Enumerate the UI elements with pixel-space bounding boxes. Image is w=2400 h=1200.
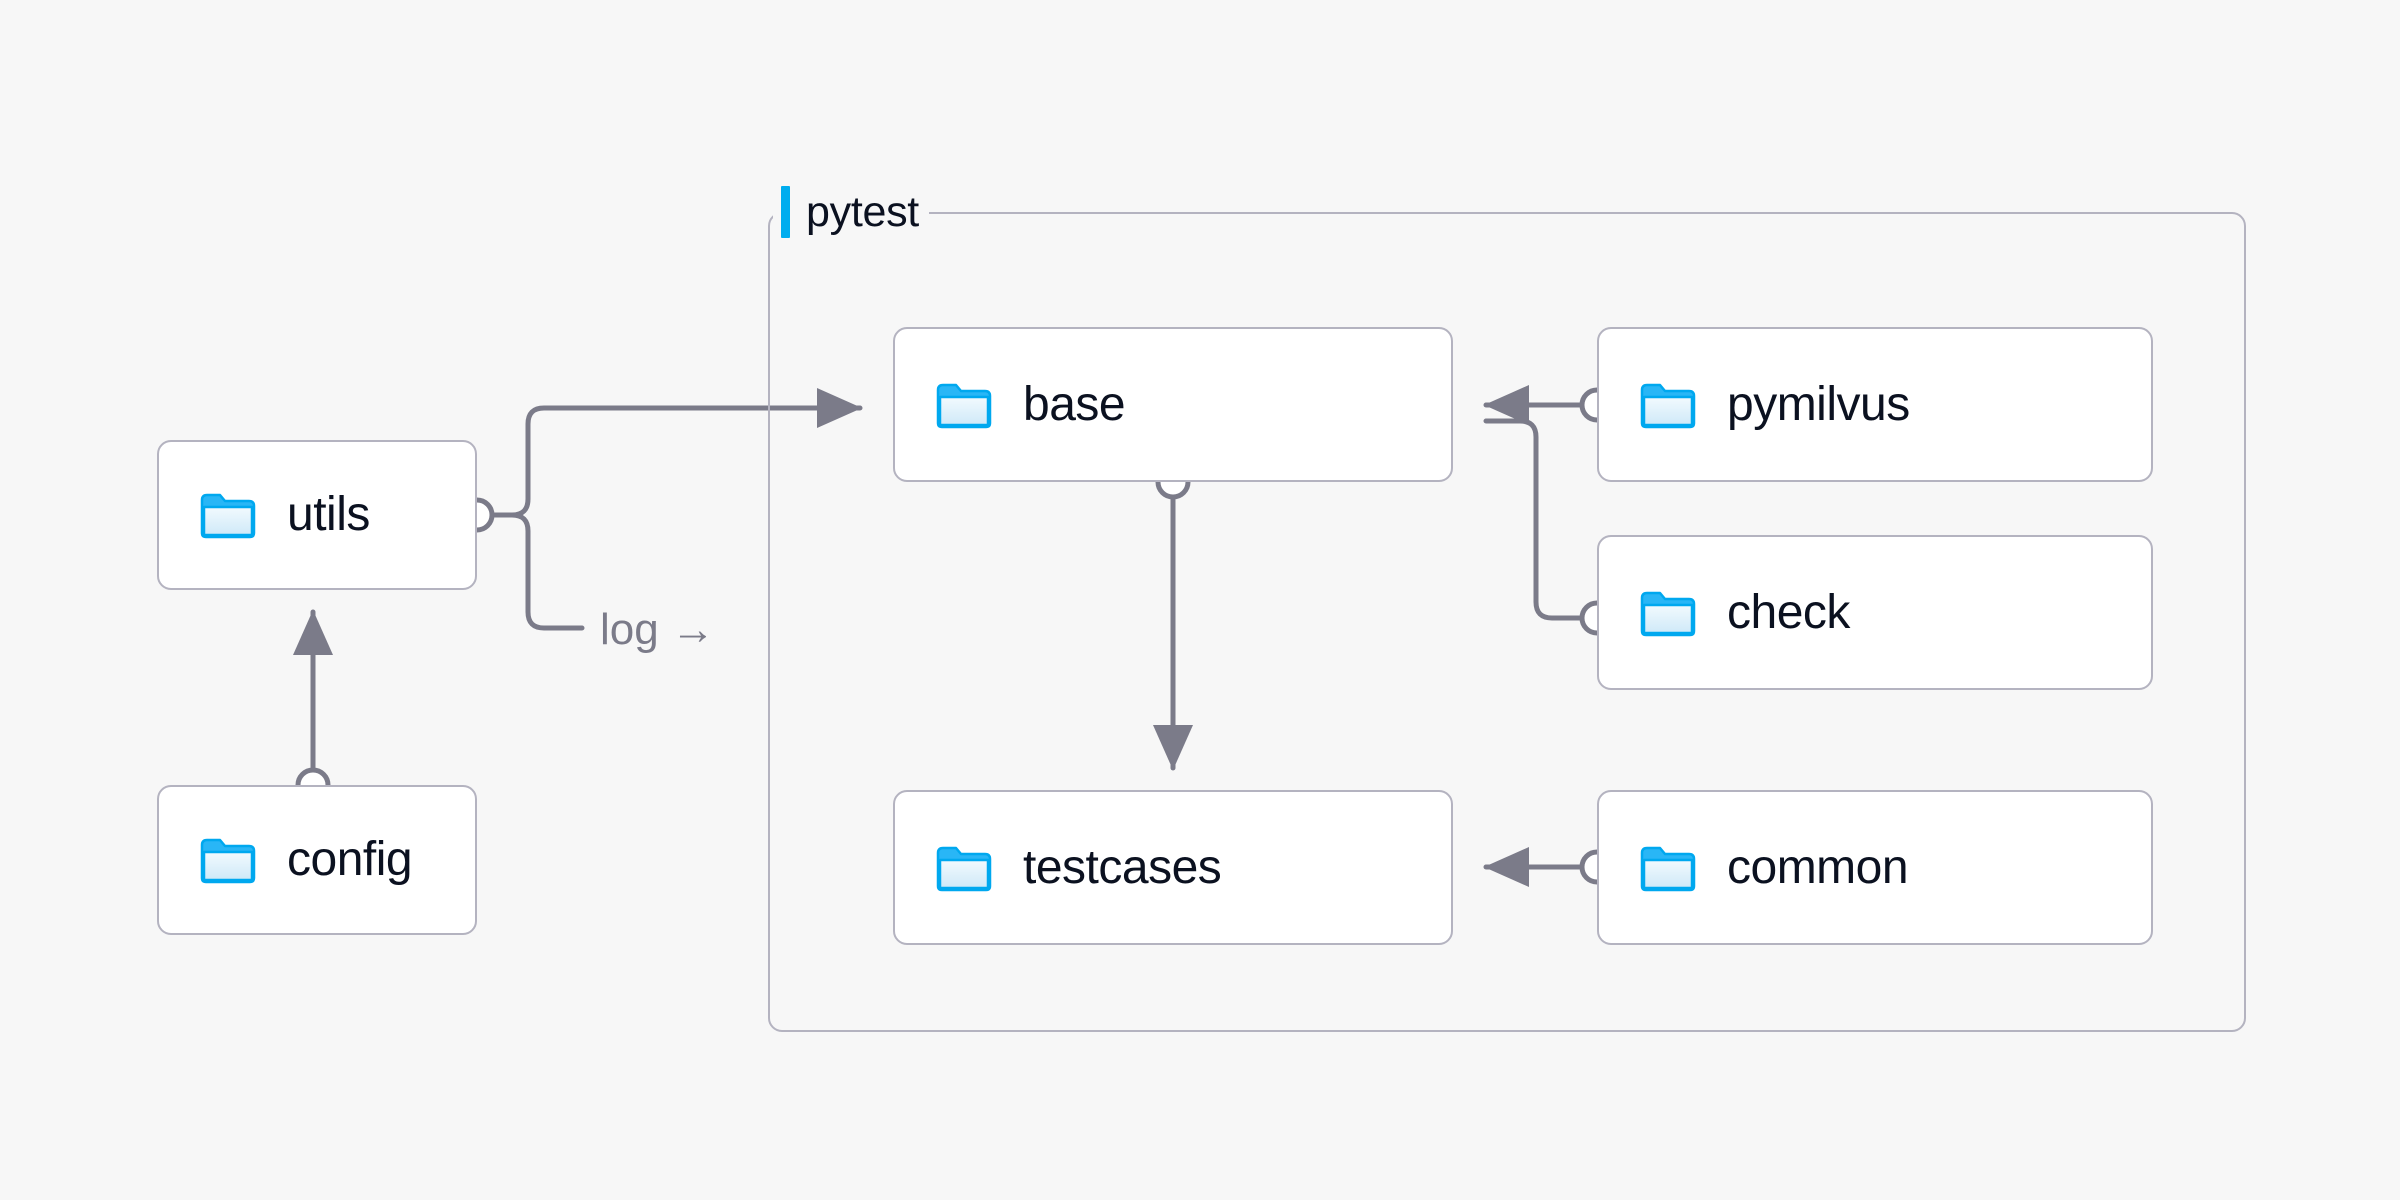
- node-utils[interactable]: utils: [157, 440, 477, 590]
- node-base[interactable]: base: [893, 327, 1453, 482]
- node-config[interactable]: config: [157, 785, 477, 935]
- group-container-pytest[interactable]: [768, 212, 2246, 1032]
- node-label: base: [1023, 377, 1126, 431]
- accent-bar-icon: [781, 186, 790, 238]
- folder-icon: [200, 838, 256, 884]
- group-title-wrap: pytest: [773, 186, 929, 238]
- node-common[interactable]: common: [1597, 790, 2153, 945]
- folder-icon: [1640, 846, 1696, 891]
- node-label: utils: [287, 488, 370, 541]
- edge-label-log: log →: [600, 605, 715, 654]
- edge-utils-to-log: [474, 512, 585, 631]
- folder-icon: [936, 846, 992, 891]
- node-label: testcases: [1023, 840, 1222, 894]
- node-testcases[interactable]: testcases: [893, 790, 1453, 945]
- node-label: config: [287, 833, 413, 886]
- folder-icon: [936, 383, 992, 428]
- node-label: common: [1727, 840, 1909, 894]
- folder-icon: [1640, 383, 1696, 428]
- node-label: pymilvus: [1727, 377, 1910, 431]
- folder-icon: [1640, 591, 1696, 636]
- group-title-label: pytest: [806, 187, 919, 236]
- node-label: check: [1727, 585, 1850, 639]
- node-check[interactable]: check: [1597, 535, 2153, 690]
- folder-icon: [200, 493, 256, 539]
- node-pymilvus[interactable]: pymilvus: [1597, 327, 2153, 482]
